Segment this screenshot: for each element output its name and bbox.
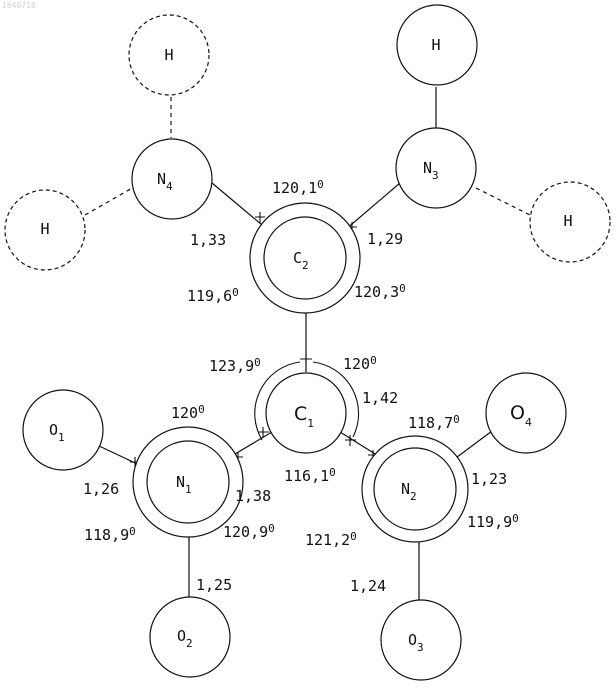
c2-index: 2 [302, 259, 309, 272]
bond-h-n3-right [476, 188, 532, 216]
h-mid-left-label: H [40, 220, 49, 238]
o1-index: 1 [58, 431, 65, 444]
o4-index: 4 [525, 416, 532, 429]
watermark-text: 1640718 [2, 1, 36, 10]
angle-c2-top: 120,10 [272, 178, 324, 197]
n1-inner-circle [147, 441, 229, 523]
c2-symbol: C [293, 249, 302, 267]
bond-c1-n2 [340, 432, 380, 457]
angle-c2-right: 120,30 [354, 282, 406, 301]
n3-symbol: N [423, 159, 432, 177]
o2-symbol: O [177, 627, 186, 645]
angle-c1-bottom-value: 116,1 [284, 467, 329, 485]
n4-symbol: N [157, 170, 166, 188]
n2-index: 2 [410, 490, 417, 503]
c1-symbol: C [294, 403, 307, 425]
bond-length-n4-c2: 1,33 [190, 231, 226, 249]
bond-n3-c2 [345, 183, 400, 230]
angle-n1-right-degree: 0 [268, 522, 275, 535]
n1-symbol: N [176, 473, 185, 491]
angle-c2-left-value: 119,6 [187, 287, 232, 305]
o3-index: 3 [417, 641, 424, 654]
angle-c2-top-value: 120,1 [272, 179, 317, 197]
o3-symbol: O [408, 631, 417, 649]
angle-n2-right-value: 119,9 [467, 513, 512, 531]
angle-n1-left: 118,90 [84, 525, 136, 544]
angle-c1-bottom: 116,10 [284, 466, 336, 485]
angle-n1-top-value: 120 [171, 404, 198, 422]
c2-inner-circle [264, 217, 346, 299]
angle-c2-right-degree: 0 [399, 282, 406, 295]
n2-inner-circle [374, 448, 456, 530]
n3-index: 3 [432, 169, 439, 182]
angle-c1-left-value: 123,9 [209, 357, 254, 375]
angle-c2-left-degree: 0 [232, 286, 239, 299]
angle-c1-left: 123,90 [209, 356, 261, 375]
angle-c1-right-degree: 0 [370, 354, 377, 367]
angle-n1-top: 1200 [171, 403, 205, 422]
o4-circle [486, 373, 566, 453]
o1-symbol: O [49, 421, 58, 439]
angle-c1-bottom-degree: 0 [329, 466, 336, 479]
angle-n2-right-degree: 0 [512, 512, 519, 525]
o2-index: 2 [186, 637, 193, 650]
h-top-right-label: H [431, 36, 440, 54]
angle-n1-left-value: 118,9 [84, 526, 129, 544]
bond-length-n2-o4: 1,23 [471, 470, 507, 488]
angle-n2-top-value: 118,7 [408, 414, 453, 432]
n4-circle [132, 139, 212, 219]
angle-c2-left: 119,60 [187, 286, 239, 305]
bond-length-c1-n2: 1,42 [362, 389, 398, 407]
c1-index: 1 [307, 417, 314, 430]
tick-c1-top [300, 354, 312, 365]
n2-symbol: N [401, 480, 410, 498]
angle-c1-right: 1200 [343, 354, 377, 373]
angle-n1-top-degree: 0 [198, 403, 205, 416]
h-mid-right-label: H [563, 212, 572, 230]
n3-circle [396, 128, 476, 208]
angle-c1-left-degree: 0 [254, 356, 261, 369]
angle-n1-right-value: 120,9 [223, 523, 268, 541]
angle-c2-right-value: 120,3 [354, 283, 399, 301]
bond-h-n4-left [85, 187, 134, 215]
bond-length-o1-n1: 1,26 [83, 480, 119, 498]
angle-n2-left: 121,20 [305, 530, 357, 549]
o3-circle [381, 600, 461, 680]
bond-length-n2-o3: 1,24 [350, 577, 386, 595]
o1-circle [23, 390, 103, 470]
bond-length-n1-c1: 1,38 [235, 487, 271, 505]
bond-length-n1-o2: 1,25 [196, 576, 232, 594]
bond-length-n3-c2: 1,29 [367, 230, 403, 248]
n1-index: 1 [185, 483, 192, 496]
h-top-left-label: H [164, 46, 173, 64]
angle-n1-left-degree: 0 [129, 525, 136, 538]
angle-n1-right: 120,90 [223, 522, 275, 541]
angle-c1-right-value: 120 [343, 355, 370, 373]
n4-index: 4 [166, 180, 173, 193]
angle-n2-left-value: 121,2 [305, 531, 350, 549]
angle-n2-top-degree: 0 [453, 413, 460, 426]
atom-circles [5, 5, 610, 680]
angle-n2-right: 119,90 [467, 512, 519, 531]
angle-n2-top: 118,70 [408, 413, 460, 432]
angle-n2-left-degree: 0 [350, 530, 357, 543]
angle-c2-top-degree: 0 [317, 178, 324, 191]
bond-n1-c1 [230, 432, 272, 457]
o4-symbol: O [510, 402, 525, 424]
